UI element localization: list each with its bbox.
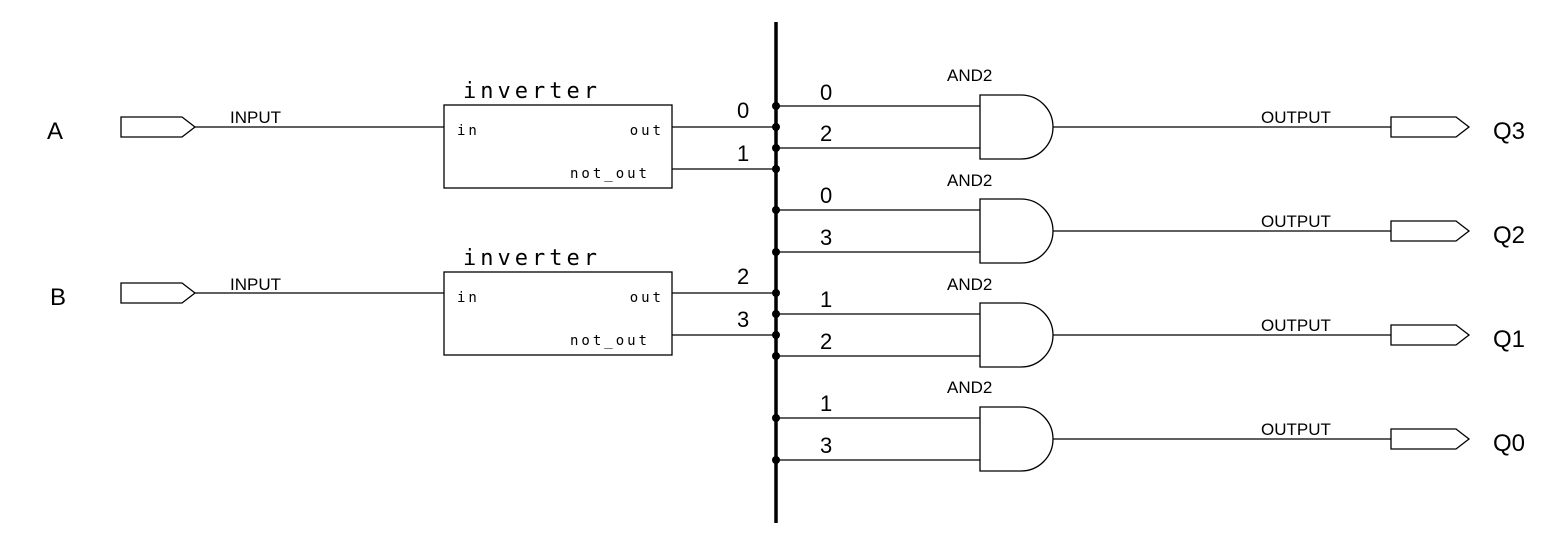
- input-b-pin-icon: [120, 282, 197, 304]
- gate-q3-in-top-index: 0: [820, 80, 832, 105]
- bus-junction-dot: [772, 248, 780, 256]
- bus-junction-dot: [772, 144, 780, 152]
- gate-q1-out-label: OUTPUT: [1261, 316, 1331, 335]
- bus-junction-dot: [772, 289, 780, 297]
- inverter-2: inverter in out not_out 2 3: [443, 246, 776, 356]
- gate-q2-in-bottom-index: 3: [820, 225, 832, 250]
- bus-junction-dot: [772, 352, 780, 360]
- gate-q3-out-label: OUTPUT: [1261, 108, 1331, 127]
- bus-junction-dot: [772, 165, 780, 173]
- inverter-2-title: inverter: [463, 246, 601, 271]
- bus-junction-dot: [772, 102, 780, 110]
- inverter-2-out-index: 2: [737, 264, 749, 289]
- and-gate-q1: AND2 1 2 OUTPUT Q1: [776, 275, 1525, 368]
- gate-q1-output-signal: Q1: [1493, 326, 1525, 353]
- gate-q3-output-signal: Q3: [1493, 118, 1525, 145]
- gate-q2-in-top-index: 0: [820, 183, 832, 208]
- input-a-signal: A: [47, 118, 63, 145]
- gate-q2-output-pin-icon: [1390, 220, 1471, 242]
- gate-q1-in-bottom-index: 2: [820, 329, 832, 354]
- gate-q1-type: AND2: [947, 275, 992, 294]
- gate-q0-output-pin-icon: [1390, 428, 1471, 450]
- inverter-1-port-not-out: not_out: [570, 166, 650, 182]
- inverter-1-out-index: 0: [737, 98, 749, 123]
- and-gate-q0: AND2 1 3 OUTPUT Q0: [776, 378, 1525, 472]
- input-b: B INPUT: [50, 275, 444, 311]
- input-a-pin-icon: [120, 116, 197, 138]
- bus-junction-dot: [772, 414, 780, 422]
- gate-q3-and-icon: [979, 94, 1054, 160]
- input-b-pin-label: INPUT: [230, 275, 281, 294]
- gate-q1-in-top-index: 1: [820, 287, 832, 312]
- gate-q3-type: AND2: [947, 66, 992, 85]
- gate-q2-and-icon: [979, 198, 1054, 264]
- input-a-pin-label: INPUT: [230, 108, 281, 127]
- inverter-2-port-in: in: [457, 290, 480, 306]
- gate-q0-output-signal: Q0: [1493, 430, 1525, 457]
- and-gate-q2: AND2 0 3 OUTPUT Q2: [776, 171, 1525, 264]
- gate-q2-output-signal: Q2: [1493, 222, 1525, 249]
- input-b-signal: B: [50, 284, 66, 311]
- inverter-2-block: [443, 271, 673, 356]
- inverter-1: inverter in out not_out 0 1: [443, 79, 776, 189]
- gate-q0-in-top-index: 1: [820, 391, 832, 416]
- bus-junction-dot: [772, 456, 780, 464]
- inverter-2-port-out: out: [630, 290, 664, 306]
- and-gate-q3: AND2 0 2 OUTPUT Q3: [776, 66, 1525, 160]
- gate-q0-in-bottom-index: 3: [820, 433, 832, 458]
- gate-q3-output-pin-icon: [1390, 116, 1471, 138]
- input-a: A INPUT: [47, 108, 444, 145]
- gate-q1-output-pin-icon: [1390, 324, 1471, 346]
- inverter-1-port-in: in: [457, 123, 480, 139]
- inverter-2-port-not-out: not_out: [570, 333, 650, 349]
- gate-q0-type: AND2: [947, 378, 992, 397]
- gate-q3-in-bottom-index: 2: [820, 121, 832, 146]
- inverter-1-not-out-index: 1: [737, 141, 749, 166]
- gate-q2-out-label: OUTPUT: [1261, 212, 1331, 231]
- inverter-1-title: inverter: [463, 79, 601, 104]
- bus-junctions: [772, 102, 780, 464]
- bus-junction-dot: [772, 310, 780, 318]
- bus-junction-dot: [772, 206, 780, 214]
- gate-q1-and-icon: [979, 302, 1054, 368]
- bus-junction-dot: [772, 331, 780, 339]
- gate-q2-type: AND2: [947, 171, 992, 190]
- inverter-2-not-out-index: 3: [737, 307, 749, 332]
- bus-junction-dot: [772, 123, 780, 131]
- inverter-1-port-out: out: [630, 123, 664, 139]
- gate-q0-and-icon: [979, 406, 1054, 472]
- inverter-1-block: [443, 104, 673, 189]
- gate-q0-out-label: OUTPUT: [1261, 420, 1331, 439]
